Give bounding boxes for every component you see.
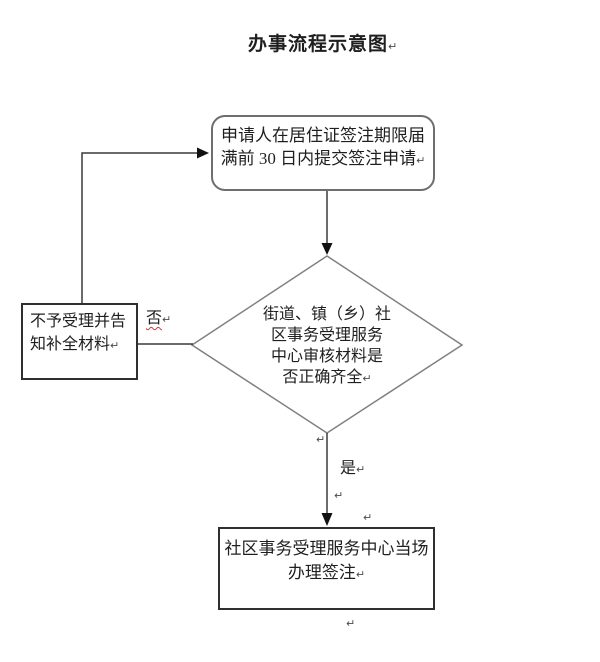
paragraph-mark: ↵ [416,154,426,167]
flow-node-decision-label: 街道、镇（乡）社 区事务受理服务 中心审核材料是 否正确齐全↵ [247,304,407,389]
flow-node-start: 申请人在居住证签注期限届 满前 30 日内提交签注申请↵ [211,115,435,191]
page-title: 办事流程示意图↵ [248,29,397,56]
result-line-2: 办理签注↵ [220,561,433,587]
start-line-1: 申请人在居住证签注期限届 [221,126,425,145]
flow-node-reject: 不予受理并告 知补全材料↵ [21,303,138,380]
paragraph-mark: ↵ [334,489,344,502]
paragraph-mark: ↵ [356,463,366,476]
result-line-1: 社区事务受理服务中心当场 [224,539,429,558]
edge-label-no: 否↵ [146,304,171,328]
paragraph-mark: ↵ [316,433,326,446]
reject-line-2: 知补全材料↵ [30,333,134,357]
paragraph-mark: ↵ [362,372,372,385]
paragraph-mark: ↵ [162,313,172,326]
edge-label-no-text: 否 [146,310,163,327]
edge-label-yes-text: 是 [340,460,357,477]
connector-reject-to-start [81,152,198,303]
decision-line-2: 区事务受理服务 [270,327,383,344]
result-line-2-text: 办理签注 [287,563,356,582]
edge-label-yes: 是↵ [340,454,365,478]
paragraph-mark: ↵ [363,511,373,524]
reject-line-2-text: 知补全材料 [30,336,111,353]
arrowhead-into-start [197,147,209,159]
paragraph-mark: ↵ [110,339,120,352]
page-title-text: 办事流程示意图 [248,34,389,55]
start-line-2: 满前 30 日内提交签注申请↵ [213,147,433,172]
decision-line-3: 中心审核材料是 [270,348,383,365]
decision-line-1: 街道、镇（乡）社 [262,306,391,323]
decision-line-4: 否正确齐全↵ [247,367,407,389]
arrowhead-into-decision [321,243,333,255]
paragraph-mark: ↵ [346,617,356,630]
arrowhead-into-result [321,513,333,526]
decision-line-4-text: 否正确齐全 [282,369,363,386]
paragraph-mark: ↵ [355,568,366,581]
flow-node-result: 社区事务受理服务中心当场 办理签注↵ [218,527,435,610]
paragraph-mark: ↵ [388,40,398,53]
reject-line-1: 不予受理并告 [30,313,127,330]
start-line-2-text: 满前 30 日内提交签注申请 [220,149,417,168]
